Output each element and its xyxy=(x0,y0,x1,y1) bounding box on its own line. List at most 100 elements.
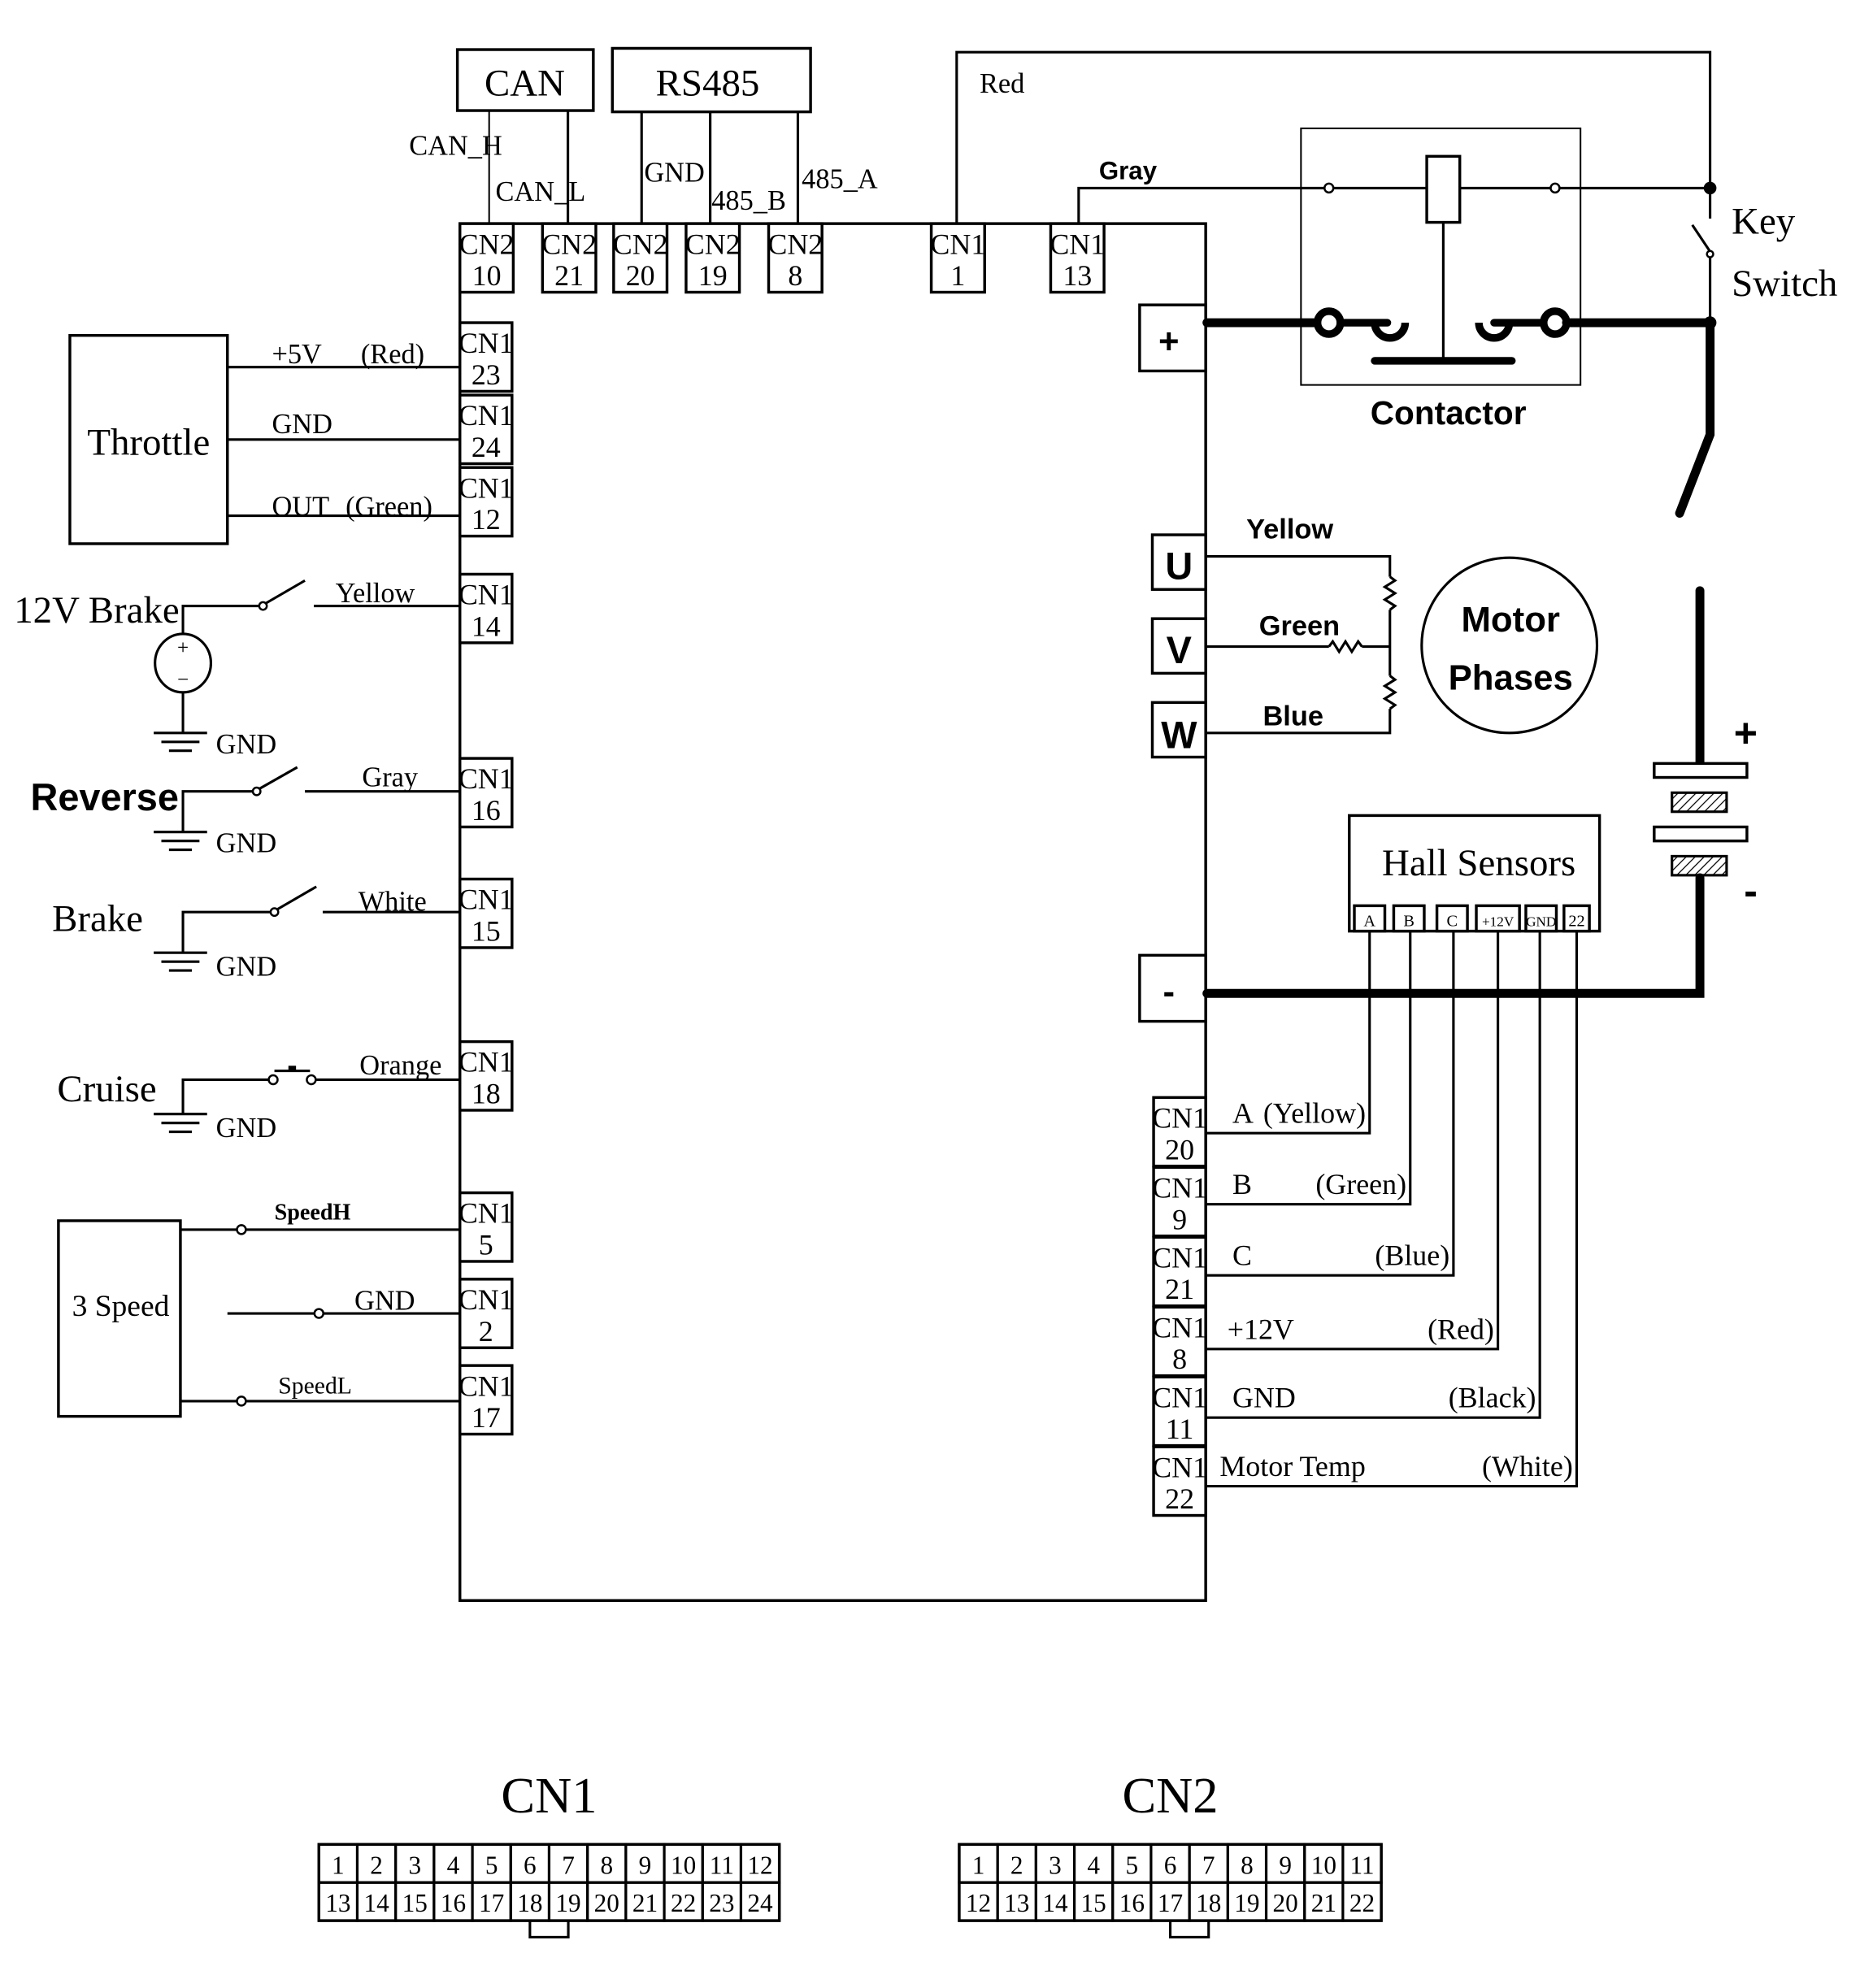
ground-icon xyxy=(154,1113,207,1134)
connector-pin-number: 20 xyxy=(1273,1889,1298,1917)
svg-text:+: + xyxy=(177,637,189,659)
pin-number-label: 19 xyxy=(698,259,728,292)
connector-pin xyxy=(1341,1881,1383,1922)
pin-connector-label: CN1 xyxy=(458,1046,514,1079)
connector-pin-number: 5 xyxy=(1126,1851,1139,1879)
motor-phases-label: Phases xyxy=(1449,658,1573,698)
connector-pin-number: 4 xyxy=(1087,1851,1100,1879)
pin-number-label: 14 xyxy=(472,610,501,642)
svg-text:−: − xyxy=(177,669,189,691)
pin-connector-label: CN1 xyxy=(458,1369,514,1402)
connector-pin-number: 16 xyxy=(1119,1889,1145,1917)
cruise-wire-label: Orange xyxy=(359,1050,441,1081)
pin-connector-label: CN2 xyxy=(459,228,515,260)
throttle-wire-signal: +5V xyxy=(272,339,322,370)
gnd-label: GND xyxy=(216,828,276,859)
throttle-wire-signal: GND xyxy=(272,409,332,440)
throttle-wire-signal: OUT xyxy=(272,492,329,523)
connector-pin-number: 9 xyxy=(639,1851,652,1879)
reverse-wire-label: Gray xyxy=(362,762,419,792)
rs485-gnd-label: GND xyxy=(644,158,704,189)
motor-icon xyxy=(1420,556,1599,735)
hall-pin-box xyxy=(1524,904,1558,933)
connector-title: CN2 xyxy=(1122,1767,1218,1824)
gray-wire-label: Gray xyxy=(1099,156,1158,184)
pin-number-label: 8 xyxy=(788,259,802,292)
throttle-module: Throttle +5V (Red) GND OUT (Green) xyxy=(68,333,460,545)
connector-pin xyxy=(739,1881,781,1922)
contactor-coil-icon xyxy=(1425,154,1462,224)
hall-pin-label: A xyxy=(1363,912,1375,930)
throttle-label: Throttle xyxy=(87,422,210,464)
hall-signal-label: GND xyxy=(1232,1382,1296,1414)
pushbutton-icon xyxy=(267,1066,317,1086)
cruise-circuit: Cruise Orange GND xyxy=(57,1050,460,1144)
12v-brake-circuit: 12V Brake Yellow + − GND xyxy=(14,578,460,760)
pin-number-label: 20 xyxy=(1165,1133,1194,1165)
pin-number-label: 22 xyxy=(1165,1482,1194,1515)
hall-pin-box xyxy=(1562,904,1591,933)
gnd-label: GND xyxy=(216,729,276,760)
pin-connector-label: CN1 xyxy=(458,327,514,359)
b-plus-terminal xyxy=(1138,303,1207,373)
12v-brake-label: 12V Brake xyxy=(14,589,180,632)
speedh-label: SpeedH xyxy=(275,1200,351,1225)
connector-pin-number: 13 xyxy=(1004,1889,1029,1917)
switch-contact-icon xyxy=(251,786,262,797)
connector-pin-number: 8 xyxy=(1241,1851,1254,1879)
brake-circuit: Brake White GND xyxy=(52,885,460,982)
ground-icon xyxy=(154,731,207,753)
phase-wire-label: Green xyxy=(1259,610,1340,641)
pin-connector-label: CN1 xyxy=(1152,1381,1207,1413)
hall-signal-label: +12V xyxy=(1228,1313,1294,1345)
hall-signal-label: B xyxy=(1232,1168,1252,1200)
hall-color-label: (White) xyxy=(1482,1450,1573,1482)
connector-pin-number: 5 xyxy=(485,1851,498,1879)
brake-wire-label: White xyxy=(359,887,427,918)
pin-number-label: 10 xyxy=(472,259,502,292)
connector-pin-number: 6 xyxy=(524,1851,537,1879)
phase-wire-label: Blue xyxy=(1262,701,1323,731)
pin-connector-label: CN1 xyxy=(1152,1451,1207,1483)
terminal-icon xyxy=(313,1308,324,1319)
red-wire-label: Red xyxy=(980,68,1024,99)
can-module: CAN CAN_H CAN_L xyxy=(409,48,595,224)
cruise-label: Cruise xyxy=(57,1068,156,1110)
pin-connector-label: CN1 xyxy=(1050,228,1105,260)
speedl-label: SpeedL xyxy=(278,1374,352,1400)
connector-pin-number: 13 xyxy=(325,1889,350,1917)
hall-pin-box xyxy=(1435,904,1469,933)
speed-gnd-label: GND xyxy=(354,1285,415,1316)
connector-pin-number: 16 xyxy=(441,1889,466,1917)
pin-number-label: 16 xyxy=(472,794,501,827)
ground-icon xyxy=(154,831,207,852)
hall-signal-label: A xyxy=(1232,1097,1254,1130)
connector-pin-number: 21 xyxy=(632,1889,658,1917)
connector-pin-number: 12 xyxy=(747,1851,772,1879)
pin-connector-label: CN1 xyxy=(458,883,514,916)
hall-pin-label: GND xyxy=(1526,914,1556,929)
hall-pin-box xyxy=(1392,904,1426,933)
connector-title: CN1 xyxy=(501,1767,597,1824)
connector-pin-number: 20 xyxy=(594,1889,619,1917)
brake-label: Brake xyxy=(52,898,143,940)
connector-pin-number: 19 xyxy=(1234,1889,1259,1917)
terminal-icon xyxy=(236,1224,247,1235)
ground-icon xyxy=(154,951,207,972)
pin-number-label: 1 xyxy=(950,259,965,292)
pin-connector-label: CN1 xyxy=(1152,1311,1207,1343)
